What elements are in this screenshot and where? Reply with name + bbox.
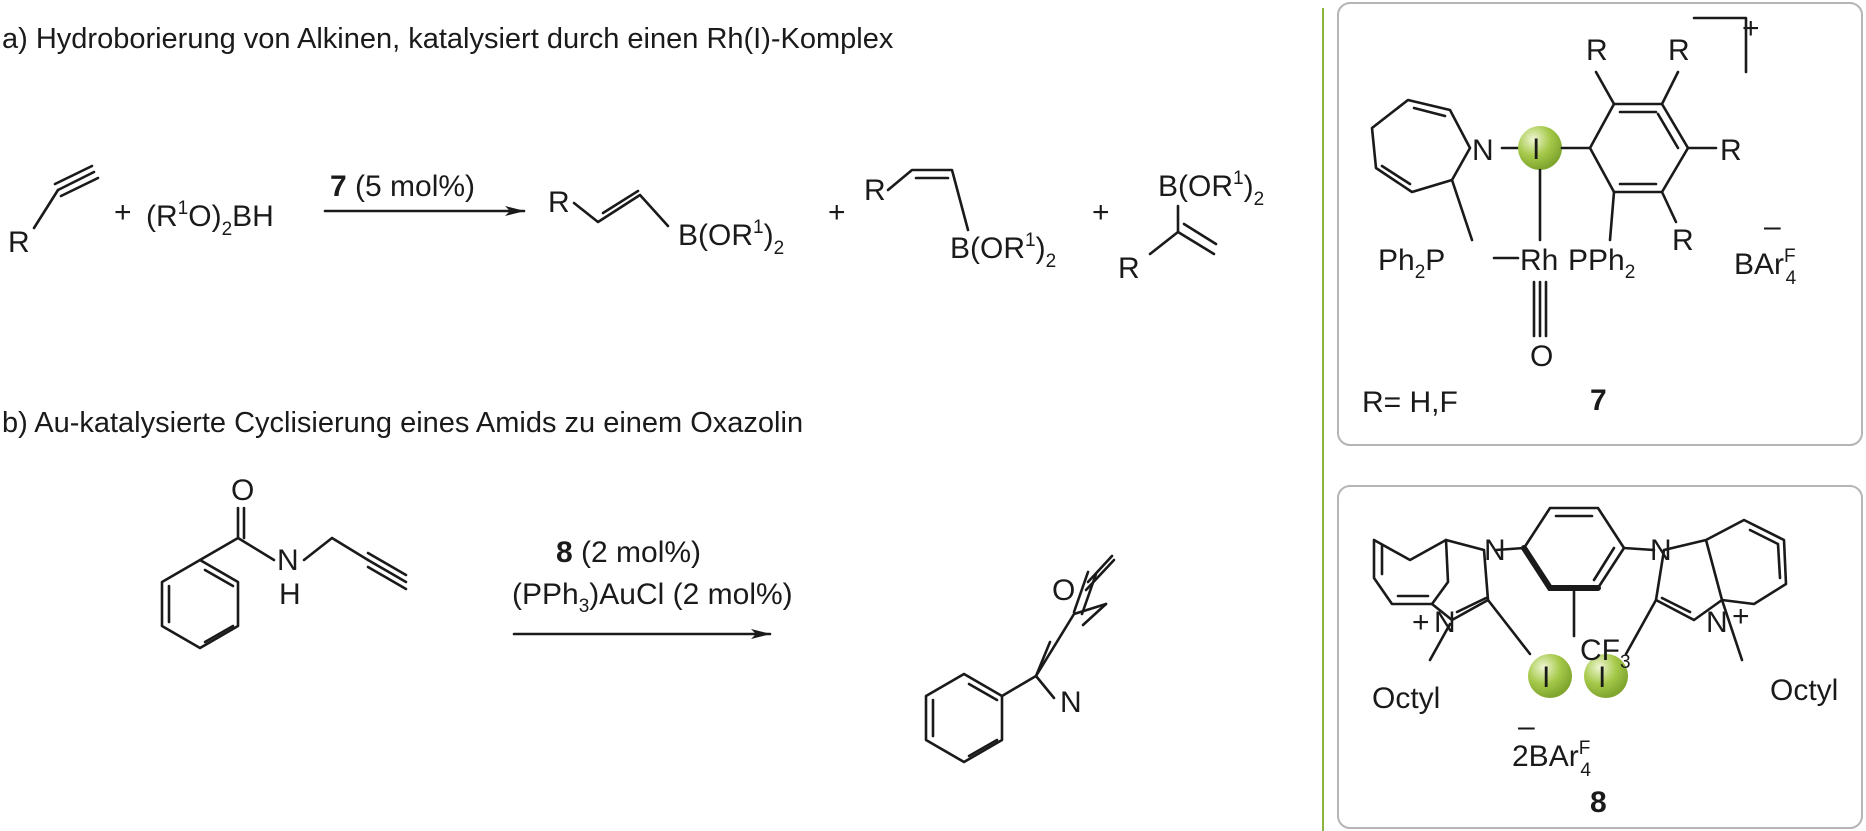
svg-text:R: R (1720, 134, 1742, 167)
alkyne-r-label: R (8, 226, 30, 259)
complex-8-n-label: N (1650, 534, 1672, 567)
complex-7-o-label: O (1530, 340, 1553, 373)
complex-8-n-label: N (1706, 606, 1728, 639)
product-gem-boryl: B(OR1)2 (1158, 168, 1264, 210)
product-e-boryl: B(OR1)2 (678, 217, 784, 259)
catalyst-8-label: 8 (2 mol%) (556, 536, 701, 569)
amide-h-label: H (279, 578, 301, 611)
complex-7-r-note: R= H,F (1362, 386, 1458, 419)
svg-text:I: I (1598, 661, 1606, 694)
complex-8-octyl-left: Octyl (1372, 682, 1440, 715)
plus-sign: + (114, 196, 132, 229)
complex-7-charge: + (1742, 12, 1760, 45)
product-e-r-label: R (548, 186, 570, 219)
complex-7-number: 7 (1590, 384, 1607, 417)
oxazoline-n-label: N (1060, 686, 1082, 719)
terminal-alkyne: R (8, 164, 100, 259)
amide-n-label: N (277, 544, 299, 577)
complex-7-n-label: N (1472, 134, 1494, 167)
svg-text:I: I (1542, 661, 1550, 694)
complex-8-plus: + (1732, 600, 1750, 633)
complex-8-plus: + (1412, 606, 1430, 639)
catalyst-7-label: 7 (5 mol%) (330, 170, 475, 203)
product-z-boryl: B(OR1)2 (950, 230, 1056, 272)
propargyl-amide: O N H (160, 474, 408, 650)
complex-8-n-label: N (1434, 606, 1456, 639)
iodine-ball-icon (1528, 654, 1572, 698)
complex-7-right-phosphine: PPh2 (1568, 244, 1635, 283)
plus-sign: + (1092, 196, 1110, 229)
product-gem-vinylboronate: B(OR1)2 R (1118, 168, 1264, 285)
complex-7-panel (1337, 2, 1863, 446)
complex-7-left-phosphine: Ph2P (1378, 244, 1445, 283)
complex-8-n-label: N (1484, 534, 1506, 567)
part-a-heading: a) Hydroborierung von Alkinen, katalysie… (2, 23, 894, 55)
svg-text:R: R (1672, 224, 1694, 257)
svg-text:R: R (1668, 34, 1690, 67)
product-z-vinylboronate: R B(OR1)2 (864, 168, 1056, 272)
borane-reagent: (R1O)2BH (146, 198, 274, 240)
svg-text:R: R (1586, 34, 1608, 67)
complex-8-cf3: CF3 (1580, 634, 1631, 673)
oxazoline-o-label: O (1052, 574, 1075, 607)
iodine-ball-icon (1584, 654, 1628, 698)
complex-7-metal: Rh (1520, 244, 1558, 277)
complex-7-minus: – (1764, 210, 1781, 243)
iodine-ball-icon (1518, 126, 1562, 170)
product-gem-r-label: R (1118, 252, 1140, 285)
complex-8-minus: – (1518, 710, 1535, 743)
product-z-r-label: R (864, 174, 886, 207)
amide-o-label: O (231, 474, 254, 507)
oxazoline-product: O N (924, 554, 1116, 764)
part-b-heading: b) Au-katalysierte Cyclisierung eines Am… (2, 407, 803, 439)
complex-8-octyl-right: Octyl (1770, 674, 1838, 707)
plus-sign: + (828, 196, 846, 229)
complex-8-number: 8 (1590, 786, 1607, 819)
product-e-vinylboronate: R B(OR1)2 (548, 186, 784, 259)
gold-catalyst-label: (PPh3)AuCl (2 mol%) (512, 578, 793, 617)
svg-text:I: I (1532, 133, 1540, 166)
